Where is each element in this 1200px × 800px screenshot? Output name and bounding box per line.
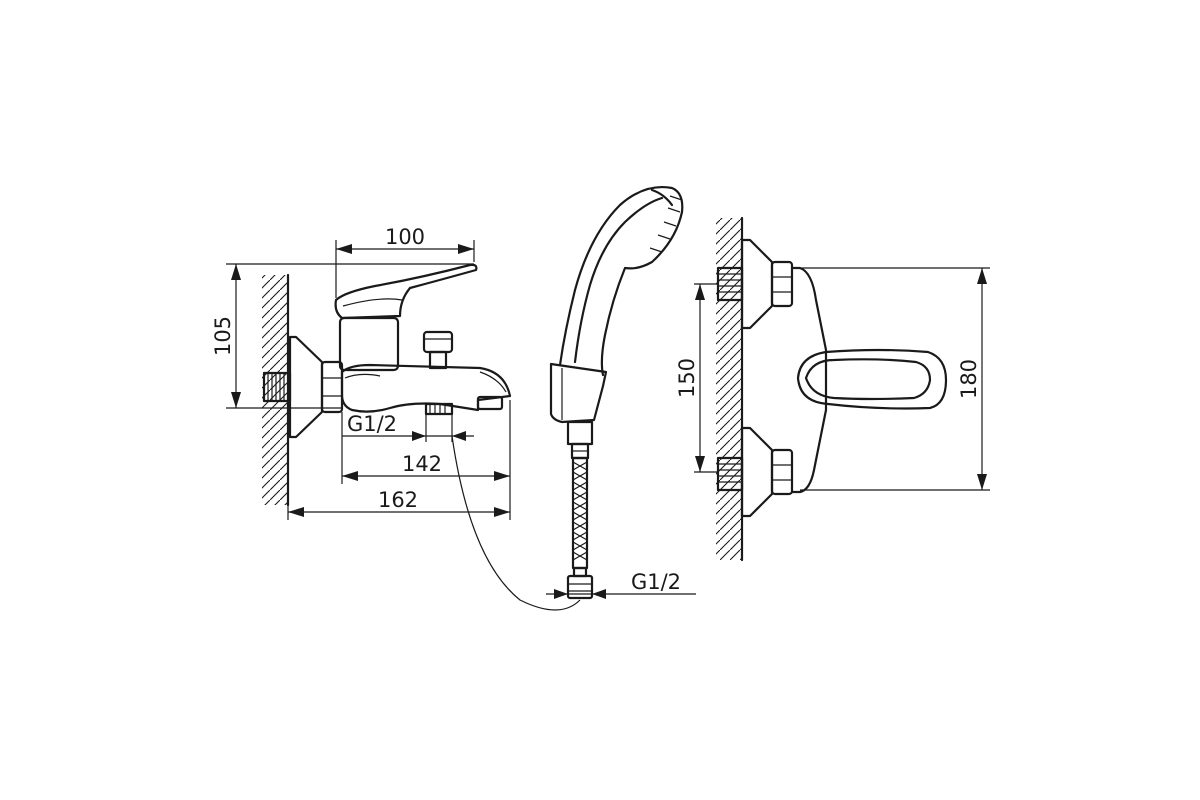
spout-outlet — [476, 395, 504, 411]
spray-face — [649, 195, 683, 253]
right-wall-hatch — [716, 218, 742, 560]
dim-thread-hose: G1/2 — [546, 570, 696, 599]
front-lever — [796, 348, 948, 410]
dim-180: 180 — [957, 268, 987, 490]
dim-162: 162 — [288, 488, 510, 517]
bottom-outlet-thread — [424, 402, 454, 416]
front-body — [790, 266, 828, 494]
left-nut — [320, 360, 344, 414]
cartridge-housing — [338, 316, 400, 372]
hose-connection-curve — [451, 435, 581, 611]
dim-180-label: 180 — [957, 359, 981, 399]
dim-142: 142 — [342, 452, 510, 481]
dim-100: 100 — [336, 225, 474, 254]
dim-150: 150 — [675, 284, 705, 472]
dim-105-label: 105 — [211, 316, 235, 356]
mixer-body — [340, 363, 512, 413]
hose-bottom-nut — [566, 566, 594, 600]
hand-shower-assembly: G1/2 — [546, 186, 696, 600]
handle-neck — [566, 420, 594, 446]
mixer-front-view: 150 180 — [675, 216, 990, 562]
lower-connection — [716, 426, 794, 518]
dim-thread-left: G1/2 — [342, 412, 474, 441]
dim-105: 105 — [211, 264, 241, 408]
bath-mixer-side-view: 100 105 G1/2 142 162 — [211, 225, 512, 520]
left-rosette — [288, 335, 324, 439]
shower-head — [558, 186, 684, 377]
dim-100-label: 100 — [385, 225, 425, 249]
dim-142-label: 142 — [402, 452, 442, 476]
dim-thread-hose-label: G1/2 — [631, 570, 681, 594]
braided-hose — [571, 456, 589, 570]
diverter-knob — [422, 330, 454, 370]
upper-connection — [716, 238, 794, 330]
dim-162-label: 162 — [378, 488, 418, 512]
shower-holder — [549, 362, 608, 424]
dim-thread-left-label: G1/2 — [347, 412, 397, 436]
dim-150-label: 150 — [675, 358, 699, 398]
mixer-lever — [334, 263, 478, 320]
